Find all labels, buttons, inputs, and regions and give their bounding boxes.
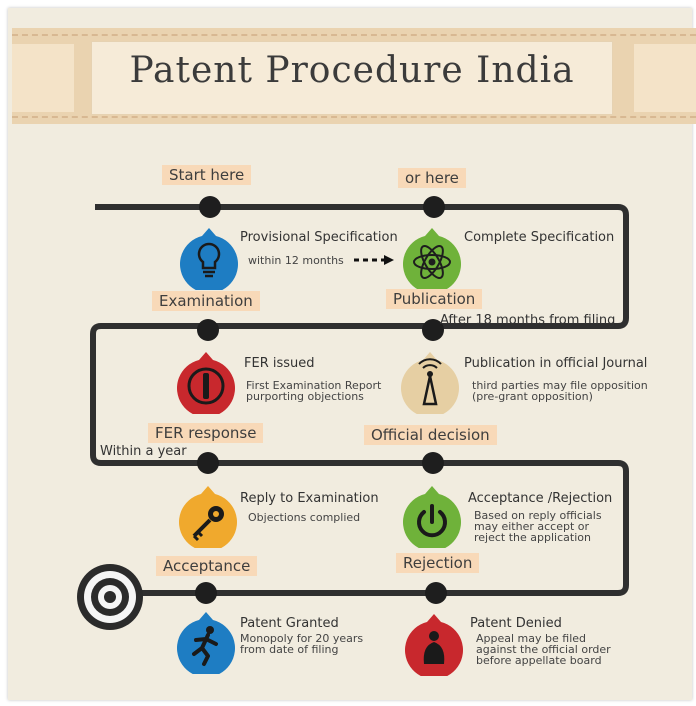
decision-line-3: reject the application [474, 531, 591, 544]
banner-left-panel [12, 44, 74, 112]
granted-line-1: Monopoly for 20 years [240, 632, 364, 645]
denied-line-2: against the official order [476, 643, 611, 656]
node-fer-response [197, 452, 219, 474]
node-publication [422, 319, 444, 341]
dashed-arrow-icon [354, 255, 394, 265]
patent-denied-title: Patent Denied [470, 616, 562, 631]
publication-line-2: (pre-grant opposition) [472, 390, 593, 403]
fer-line-2: purporting objections [246, 390, 364, 403]
tag-publication: Publication [386, 289, 483, 309]
reply-line-1: Objections complied [248, 511, 361, 524]
power-button-icon [403, 486, 461, 548]
running-man-icon [177, 612, 235, 674]
banner-stitch-top [12, 34, 696, 36]
banner-stitch-bottom [12, 116, 696, 118]
tag-acceptance: Acceptance [156, 556, 258, 576]
within-a-year-note: Within a year [100, 444, 187, 459]
title-box [92, 42, 612, 114]
node-examination [197, 319, 219, 341]
tag-fer-response: FER response [148, 423, 264, 443]
fer-issued-title: FER issued [244, 356, 315, 371]
denied-line-1: Appeal may be filed [476, 632, 586, 645]
tag-rejection: Rejection [396, 553, 480, 573]
reply-exam-title: Reply to Examination [240, 491, 379, 506]
decision-line-2: may either accept or [474, 520, 590, 533]
acceptance-rejection-title: Acceptance /Rejection [468, 491, 613, 506]
lightbulb-icon [180, 228, 238, 290]
tag-start-here: Start here [162, 165, 252, 185]
denied-line-3: before appellate board [476, 654, 602, 667]
publication-line-1: third parties may file opposition [472, 379, 648, 392]
key-icon [179, 486, 237, 548]
after-18-months-note: After 18 months from filing [440, 313, 616, 328]
atom-icon [403, 228, 461, 290]
power-stop-icon [177, 352, 235, 414]
target-icon [77, 564, 143, 630]
node-or-here [423, 196, 445, 218]
fer-line-1: First Examination Report [246, 379, 382, 392]
node-start [199, 196, 221, 218]
node-acceptance [195, 582, 217, 604]
crouching-man-icon [405, 614, 463, 676]
node-official-decision [422, 452, 444, 474]
tag-official-decision: Official decision [364, 425, 497, 445]
node-rejection [425, 582, 447, 604]
provisional-spec-title: Provisional Specification [240, 230, 398, 245]
complete-spec-title: Complete Specification [464, 230, 615, 245]
banner-right-panel [634, 44, 696, 112]
page-title: Patent Procedure India [129, 50, 575, 91]
granted-line-2: from date of filing [240, 643, 339, 656]
patent-granted-title: Patent Granted [240, 616, 339, 631]
tag-or-here: or here [398, 168, 466, 188]
within-12-months-note: within 12 months [248, 254, 344, 267]
publication-journal-title: Publication in official Journal [464, 356, 648, 371]
tag-examination: Examination [152, 291, 260, 311]
decision-line-1: Based on reply officials [474, 509, 602, 522]
antenna-tower-icon [401, 352, 459, 414]
